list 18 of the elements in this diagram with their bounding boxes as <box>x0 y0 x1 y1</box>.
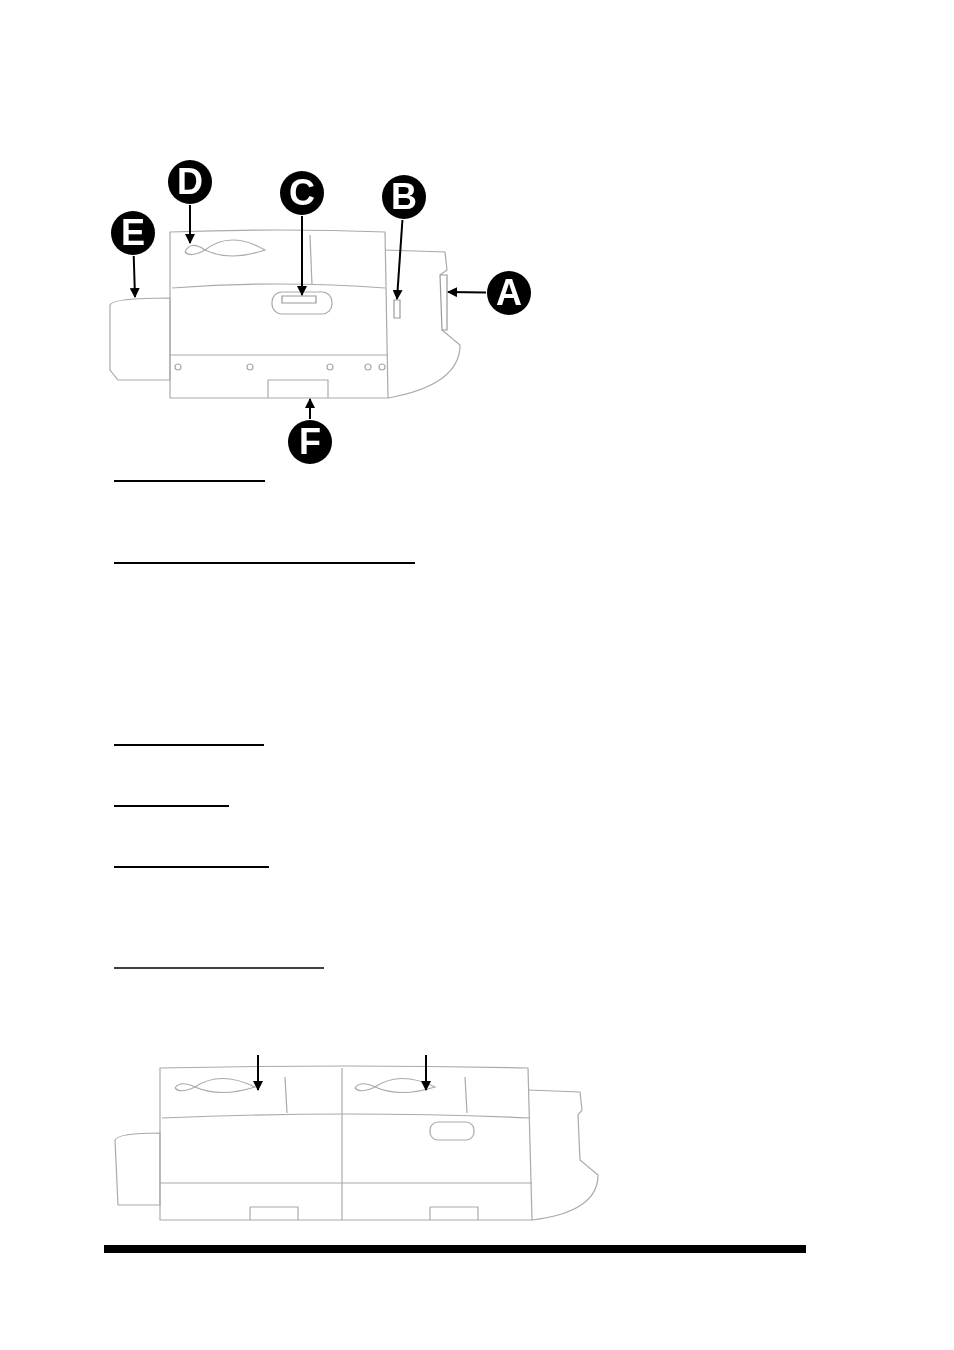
card-slot <box>267 379 329 399</box>
output-hopper <box>109 297 171 381</box>
leader-arrow <box>185 204 195 244</box>
side-lever <box>393 299 401 319</box>
display-screen <box>281 295 317 304</box>
leader-arrow <box>305 398 315 420</box>
callout-letter: C <box>280 171 324 215</box>
input-hopper <box>439 274 448 331</box>
cover-latch <box>184 244 206 256</box>
callout-letter: A <box>487 271 531 315</box>
leader-arrow <box>297 215 307 296</box>
leader-arrow <box>129 255 140 298</box>
callout-letter: B <box>382 175 426 219</box>
leader-arrow <box>392 218 404 300</box>
callout-letter: D <box>168 160 212 204</box>
callout-letter: E <box>111 211 155 255</box>
leader-arrow <box>447 287 487 298</box>
callout-letter: F <box>288 420 332 464</box>
